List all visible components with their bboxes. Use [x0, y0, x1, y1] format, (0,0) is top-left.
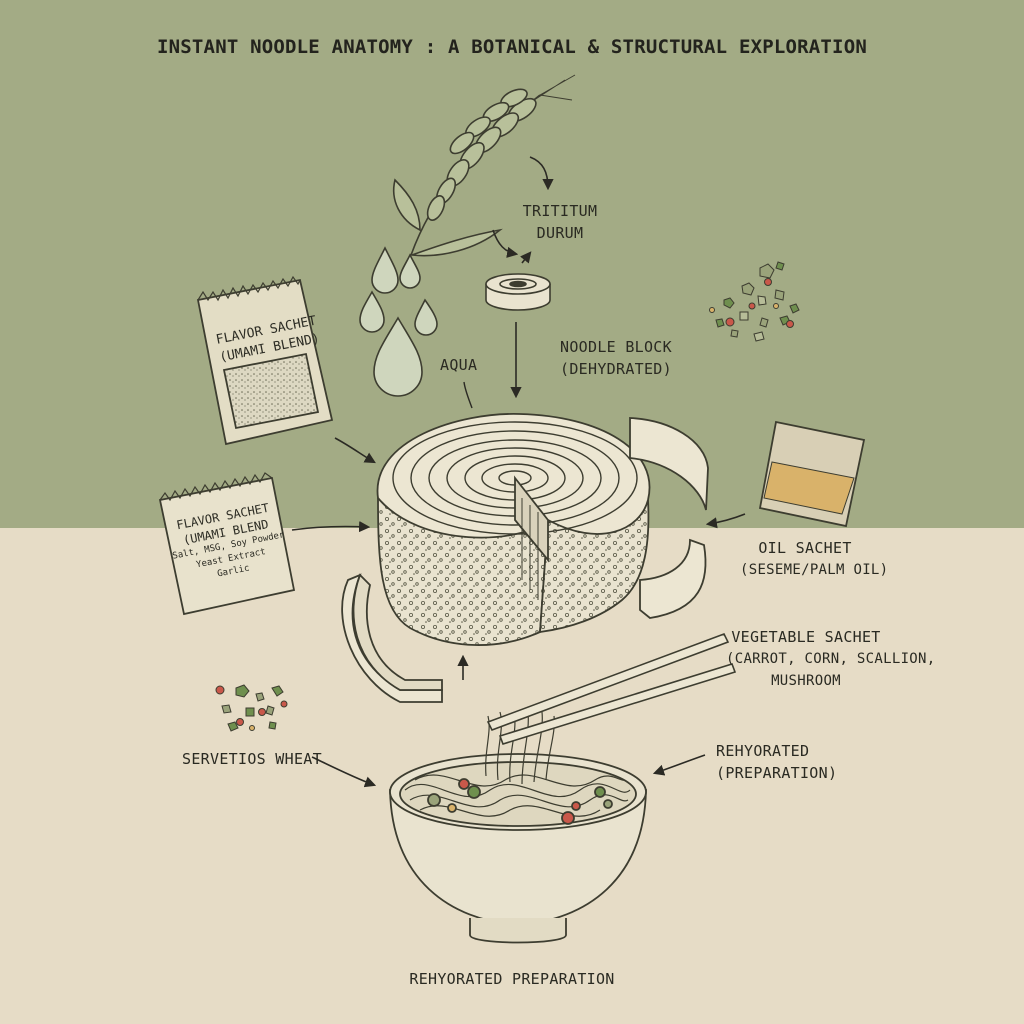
- label-vegetable-sachet-line-1: VEGETABLE SACHET: [731, 628, 881, 646]
- chopsticks-icon: [486, 632, 737, 745]
- label-noodle-block: NOODLE BLOCK (DEHYDRATED): [560, 336, 672, 380]
- label-rehyorated-side: REHYORATED (PREPARATION): [716, 740, 837, 784]
- label-servetios-wheat: SERVETIOS WHEAT: [182, 750, 322, 768]
- label-noodle-block-line-1: NOODLE BLOCK: [560, 338, 672, 356]
- water-drop-icon: [359, 246, 438, 397]
- label-oil-sachet-line-1: OIL SACHET: [758, 539, 852, 557]
- label-oil-sachet: OIL SACHET (SESEME/PALM OIL): [740, 537, 889, 581]
- noodle-band-pieces: [341, 417, 709, 703]
- flavor-sachet-icon: [196, 275, 334, 446]
- label-rehyorated-side-line-1: REHYORATED: [716, 742, 810, 760]
- wheat-stalk-icon: [393, 74, 576, 259]
- page-title: INSTANT NOODLE ANATOMY : A BOTANICAL & S…: [157, 36, 867, 58]
- label-vegetable-sachet-line-2: (CARROT, CORN, SCALLION,: [726, 651, 936, 667]
- bowl-icon: [389, 711, 647, 944]
- noodle-block-icon: [485, 273, 551, 311]
- vegetable-flakes-icon: [709, 261, 800, 342]
- label-vegetable-sachet-line-3: MUSHROOM: [771, 673, 841, 689]
- label-vegetable-sachet: VEGETABLE SACHET (CARROT, CORN, SCALLION…: [726, 626, 936, 692]
- noodle-block-icon: [376, 413, 651, 646]
- flavor-sachet-icon: [158, 472, 296, 616]
- label-tritium-line-1: TRITITUM: [522, 202, 598, 220]
- label-rehyorated-bottom: REHYORATED PREPARATION: [409, 970, 615, 988]
- label-oil-sachet-line-2: (SESEME/PALM OIL): [740, 562, 889, 578]
- vegetable-flakes-icon: [215, 684, 288, 732]
- label-tritium-line-2: DURUM: [536, 224, 584, 242]
- oil-sachet-icon: [758, 420, 866, 528]
- arrows: [291, 156, 746, 788]
- label-aqua: AQUA: [440, 356, 478, 374]
- label-noodle-block-line-2: (DEHYDRATED): [560, 360, 672, 378]
- label-rehyorated-side-line-2: (PREPARATION): [716, 764, 838, 782]
- label-tritium: TRITITUM DURUM: [510, 200, 610, 244]
